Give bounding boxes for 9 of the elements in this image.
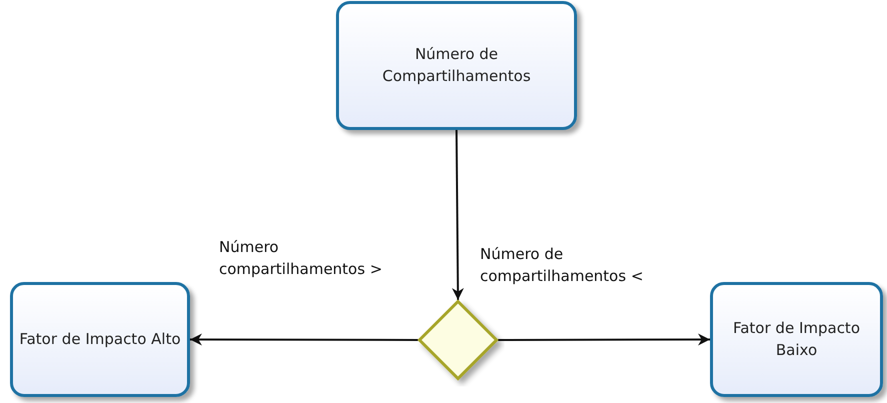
edge-label: Número de compartilhamentos < [480, 244, 644, 287]
arrow [190, 334, 418, 346]
process-box: Fator de Impacto Alto [10, 282, 190, 397]
process-box: Número de Compartilhamentos [336, 1, 577, 130]
arrow [452, 130, 464, 300]
edge-label: Número compartilhamentos > [219, 237, 384, 280]
decision-diamond [418, 300, 498, 380]
arrow [498, 334, 710, 346]
process-box: Fator de Impacto Baixo [710, 282, 883, 397]
